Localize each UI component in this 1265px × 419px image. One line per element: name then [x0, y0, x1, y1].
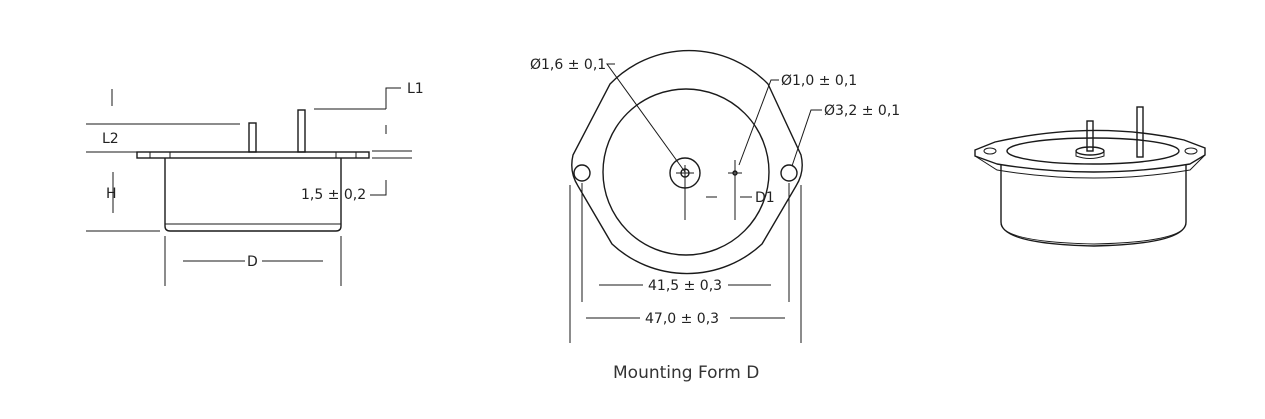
flange-outline: [571, 49, 803, 275]
mount-hole-left: [573, 164, 591, 182]
label-l2: L2: [102, 131, 119, 147]
iso-pin-offset: [1136, 106, 1144, 158]
caption: Mounting Form D: [613, 363, 759, 383]
top-view: Ø1,6 ± 0,1 Ø1,0 ± 0,1 Ø3,2 ± 0,1 D1 41,5…: [530, 49, 900, 383]
side-view: L1 L2 H D 1,5 ± 0,2: [86, 81, 424, 286]
label-d: D: [247, 254, 258, 270]
label-span-inner: 41,5 ± 0,3: [648, 278, 722, 294]
pin-right: [297, 109, 306, 153]
label-hole-small: Ø1,6 ± 0,1: [530, 57, 606, 73]
housing-body: [164, 158, 342, 232]
label-h: H: [106, 186, 117, 202]
label-flange-tolerance: 1,5 ± 0,2: [301, 187, 366, 203]
label-l1: L1: [407, 81, 424, 97]
iso-body: [1000, 165, 1187, 247]
label-pin-diameter: Ø1,0 ± 0,1: [781, 73, 857, 89]
label-d1: D1: [755, 190, 775, 206]
flange: [136, 151, 370, 159]
label-span-outer: 47,0 ± 0,3: [645, 311, 719, 327]
label-mount-hole: Ø3,2 ± 0,1: [824, 103, 900, 119]
mount-hole-right: [780, 164, 798, 182]
isometric-view: [974, 106, 1206, 247]
pin-left: [248, 122, 257, 153]
body-circle: [602, 88, 770, 256]
iso-pin-center: [1086, 120, 1094, 152]
